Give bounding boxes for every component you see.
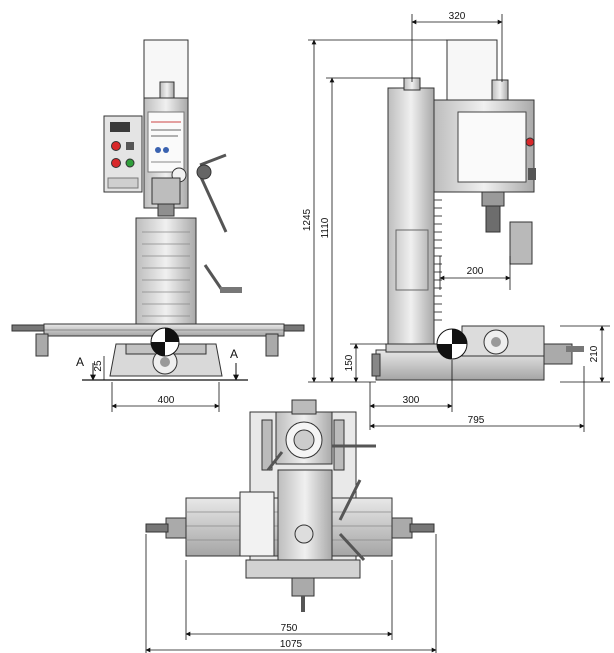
- front-view: A A 25 400: [11, 39, 305, 412]
- dim-side-base-depth: 300: [403, 395, 420, 406]
- front-column: [135, 217, 197, 327]
- dim-side-total-depth: 795: [468, 415, 485, 426]
- section-label-left: A: [76, 355, 84, 369]
- stop-button-icon: [111, 141, 121, 151]
- front-center-mark: [150, 327, 180, 357]
- dim-top-total-length: 1075: [280, 639, 303, 650]
- dim-side-column-height: 1110: [320, 217, 331, 238]
- side-center-mark: [436, 328, 468, 360]
- front-head-label-plate: [147, 111, 185, 173]
- dim-side-total-height: 1245: [302, 208, 313, 231]
- side-view: 320 1245 1110 150 200 210 300 795: [302, 11, 610, 432]
- top-saddle: [277, 469, 333, 561]
- side-motor-cover: [446, 39, 498, 105]
- emergency-button-icon: [111, 158, 121, 168]
- dim-side-table-height: 150: [344, 354, 355, 371]
- dim-top-table-length: 750: [281, 623, 298, 634]
- dim-side-base-height: 210: [589, 345, 600, 362]
- start-button-icon: [125, 158, 135, 168]
- dim-front-height: 25: [93, 360, 104, 372]
- side-head-panel: [457, 111, 527, 183]
- dim-side-head-depth: 200: [467, 266, 484, 277]
- switch-icon: [126, 142, 134, 150]
- side-column: [387, 87, 435, 351]
- front-motor-cap: [159, 81, 175, 99]
- dim-front-width: 400: [158, 395, 175, 406]
- dim-side-top: 320: [449, 11, 466, 22]
- control-display: [110, 122, 130, 132]
- top-view: 750 1075: [145, 399, 437, 653]
- section-label-right: A: [230, 347, 238, 361]
